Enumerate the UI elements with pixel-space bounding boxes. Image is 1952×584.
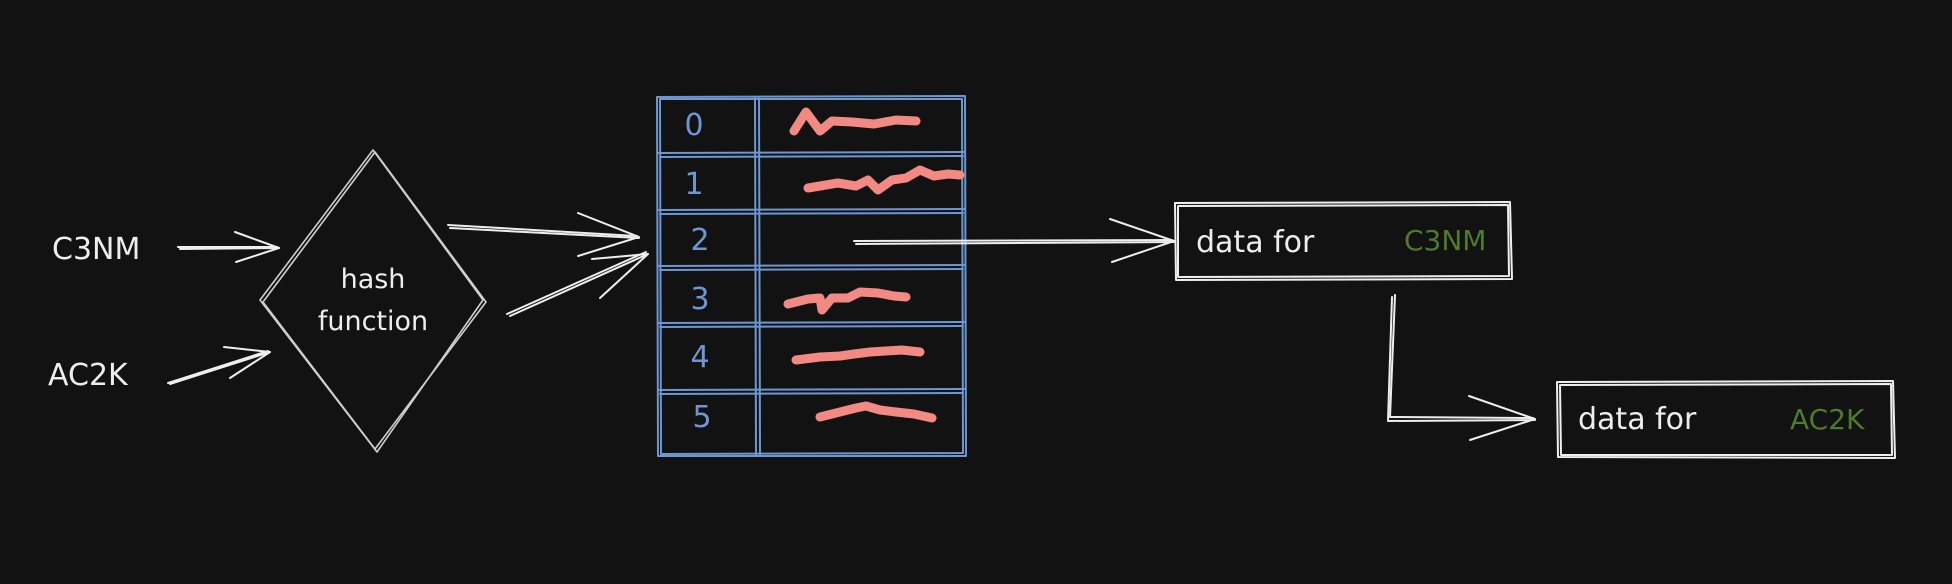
table-index-1: 1: [684, 167, 703, 202]
table-index-5: 5: [692, 400, 711, 435]
redacted-scribble-row-0: [789, 107, 921, 136]
hash-function-diamond: [259, 149, 487, 453]
table-index-2: 2: [690, 223, 709, 258]
record-ac2k-prefix: data for: [1578, 402, 1697, 437]
record-c3nm-key: C3NM: [1404, 224, 1486, 257]
record-box-ac2k: [1556, 380, 1896, 459]
table-index-3: 3: [690, 282, 709, 317]
record-box-c3nm: [1174, 201, 1513, 281]
redacted-scribble-row-5: [815, 401, 937, 423]
table-index-4: 4: [690, 340, 709, 375]
redacted-scribble-row-1: [803, 165, 965, 195]
arrow-chain-to-record-ac2k: [1387, 294, 1536, 441]
hash-table: [656, 95, 967, 457]
hash-function-label-line1: hash: [341, 264, 406, 295]
arrow-c3nm-to-hash: [177, 231, 280, 263]
key-label-ac2k: AC2K: [48, 358, 129, 393]
hash-function-label-line2: function: [318, 306, 428, 337]
record-c3nm-prefix: data for: [1196, 225, 1315, 260]
redacted-scribble-row-3: [783, 287, 911, 315]
redacted-scribble-row-4: [791, 345, 925, 365]
table-index-0: 0: [684, 108, 703, 143]
record-ac2k-key: AC2K: [1790, 403, 1865, 436]
arrow-ac2k-to-hash: [167, 346, 271, 385]
arrow-hash-to-table-lower: [506, 251, 649, 317]
arrow-hash-to-table-upper: [447, 212, 640, 257]
arrow-slot2-to-record-c3nm: [853, 218, 1175, 263]
key-label-c3nm: C3NM: [52, 232, 140, 267]
